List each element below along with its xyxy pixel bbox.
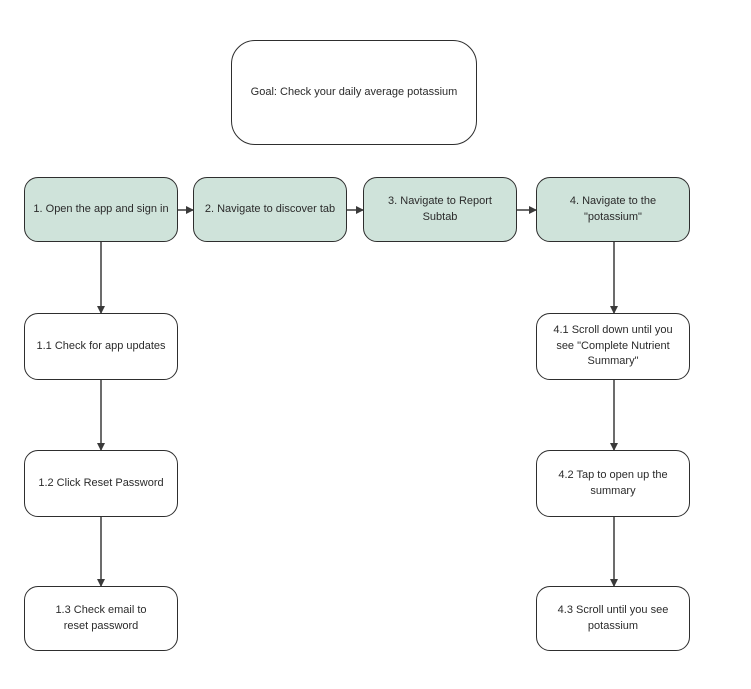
step-1-node: 1. Open the app and sign in <box>24 177 178 242</box>
step-4-2-node: 4.2 Tap to open up the summary <box>536 450 690 517</box>
goal-label: Goal: Check your daily average potassium <box>250 85 458 98</box>
step-4-label: 4. Navigate to the "potassium" <box>569 194 657 223</box>
step-1-1-node: 1.1 Check for app updates <box>24 313 178 380</box>
step-3-label: 3. Navigate to Report Subtab <box>388 194 492 223</box>
step-1-3-label: 1.3 Check email to reset password <box>55 603 147 632</box>
step-4-3-label: 4.3 Scroll until you see potassium <box>557 603 669 632</box>
step-1-1-label: 1.1 Check for app updates <box>36 339 166 352</box>
step-3-node: 3. Navigate to Report Subtab <box>363 177 517 242</box>
step-1-label: 1. Open the app and sign in <box>33 202 169 215</box>
step-4-2-label: 4.2 Tap to open up the summary <box>558 468 668 497</box>
step-2-node: 2. Navigate to discover tab <box>193 177 347 242</box>
step-4-1-node: 4.1 Scroll down until you see "Complete … <box>536 313 690 380</box>
step-4-3-node: 4.3 Scroll until you see potassium <box>536 586 690 651</box>
step-4-node: 4. Navigate to the "potassium" <box>536 177 690 242</box>
step-2-label: 2. Navigate to discover tab <box>204 202 336 215</box>
step-1-3-node: 1.3 Check email to reset password <box>24 586 178 651</box>
goal-node: Goal: Check your daily average potassium <box>231 40 477 145</box>
step-1-2-label: 1.2 Click Reset Password <box>38 476 164 489</box>
step-1-2-node: 1.2 Click Reset Password <box>24 450 178 517</box>
step-4-1-label: 4.1 Scroll down until you see "Complete … <box>553 323 673 368</box>
